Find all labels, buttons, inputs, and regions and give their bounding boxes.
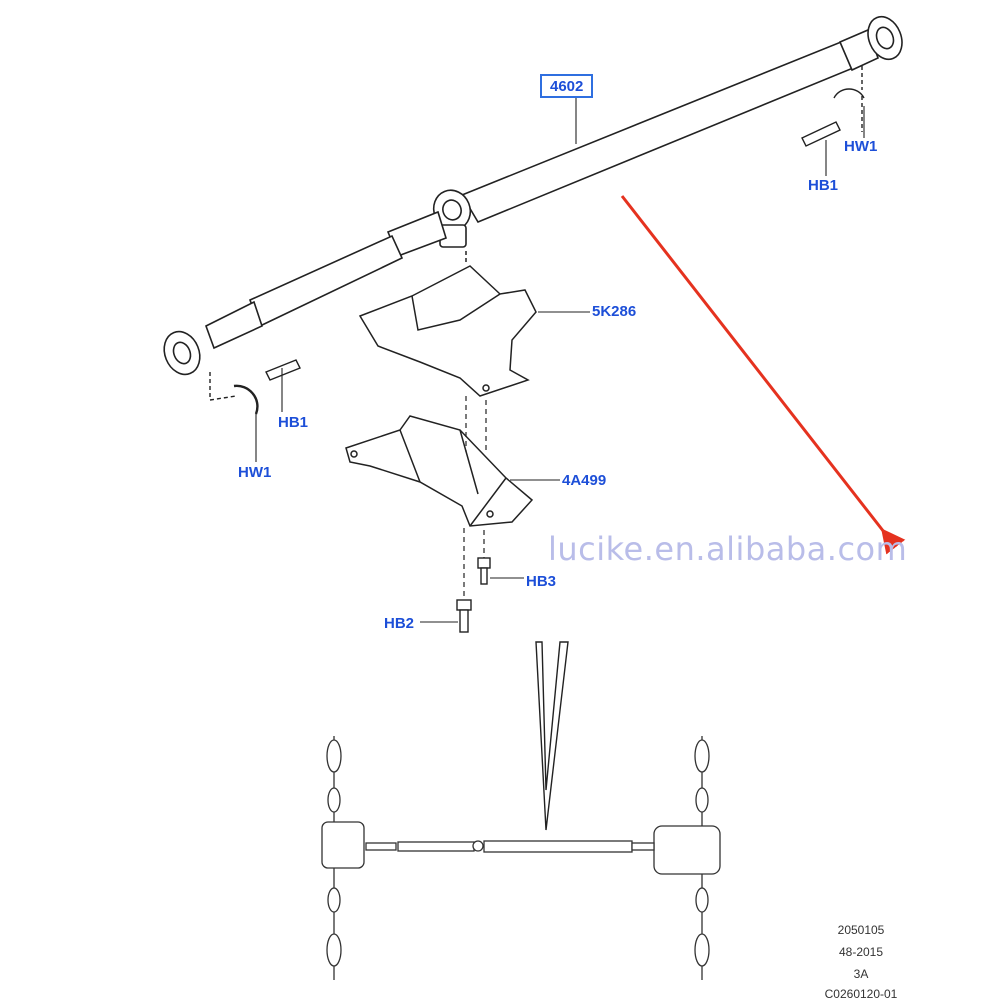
bracket-hole-left (350, 450, 358, 458)
overview-rear-shaft (483, 840, 633, 853)
heat-shield-fold (411, 293, 501, 331)
callout-hb1-right: HB1 (808, 177, 839, 194)
hb3-bolt-head (477, 557, 491, 569)
heat-shield (358, 265, 537, 397)
ref-code-1: 2050105 (837, 923, 885, 937)
overview-front-joint (365, 842, 397, 851)
hb3-bolt-shank (480, 567, 488, 585)
overview-rear-joint (631, 842, 655, 851)
front-cv-lower (327, 887, 341, 913)
locator-chevron (535, 641, 569, 831)
ref-code-4: C0260120-01 (824, 987, 898, 1000)
front-hb1-bolt (265, 359, 301, 381)
front-differential (321, 821, 365, 869)
propeller-shaft-drawing (163, 15, 903, 376)
bracket-ribs (399, 429, 507, 527)
shaft-rear-tube (460, 38, 860, 224)
front-cv-upper (326, 739, 342, 773)
leader-lines (255, 96, 865, 623)
rear-cv-upper-2 (695, 787, 709, 813)
assembly-guide-lines (463, 396, 487, 600)
rear-flange-center (875, 26, 895, 50)
heat-shield-hole (482, 384, 490, 392)
shaft-front-neck (205, 300, 263, 350)
front-cv-lower-2 (326, 933, 342, 967)
callout-5k286: 5K286 (592, 303, 637, 320)
ref-code-3: 3A (853, 967, 869, 981)
callout-hb2: HB2 (384, 615, 415, 632)
rear-cv-lower (695, 887, 709, 913)
overview-center-bearing (472, 840, 484, 852)
heat-shield-drawing (358, 250, 537, 397)
rear-hb1-bolt (801, 121, 841, 147)
callout-4a499: 4A499 (562, 472, 607, 489)
bolts-drawing (456, 557, 491, 633)
rear-cv-lower-2 (694, 933, 710, 967)
callout-hw1-left: HW1 (238, 464, 272, 481)
front-cv-upper-2 (327, 787, 341, 813)
front-hardware-drawing (209, 359, 301, 415)
front-guide-line-2 (209, 395, 237, 401)
rear-hardware-drawing (801, 66, 865, 147)
bracket-drawing (345, 415, 534, 527)
driveline-overview-drawing (321, 736, 721, 980)
rear-differential (653, 825, 721, 875)
hb2-bolt-shank (459, 609, 469, 633)
callout-4602: 4602 (540, 74, 594, 98)
bracket-hole-right (486, 510, 494, 518)
overview-front-shaft (397, 841, 475, 852)
center-bearing-hub (442, 199, 462, 221)
red-pointer-arrow (620, 195, 906, 555)
hb2-bolt-head (456, 599, 472, 611)
callout-hb1-left: HB1 (278, 414, 309, 431)
rear-cv-upper (694, 739, 710, 773)
ref-code-2: 48-2015 (838, 945, 884, 959)
crossmember-bracket (345, 415, 534, 527)
front-hw1-clip (233, 384, 259, 415)
watermark-text: lucike.en.alibaba.com (548, 530, 908, 568)
callout-hw1-right: HW1 (844, 138, 878, 155)
callout-hb3: HB3 (526, 573, 557, 590)
rear-hw1-clip (833, 88, 865, 99)
front-flange-center (172, 341, 192, 365)
